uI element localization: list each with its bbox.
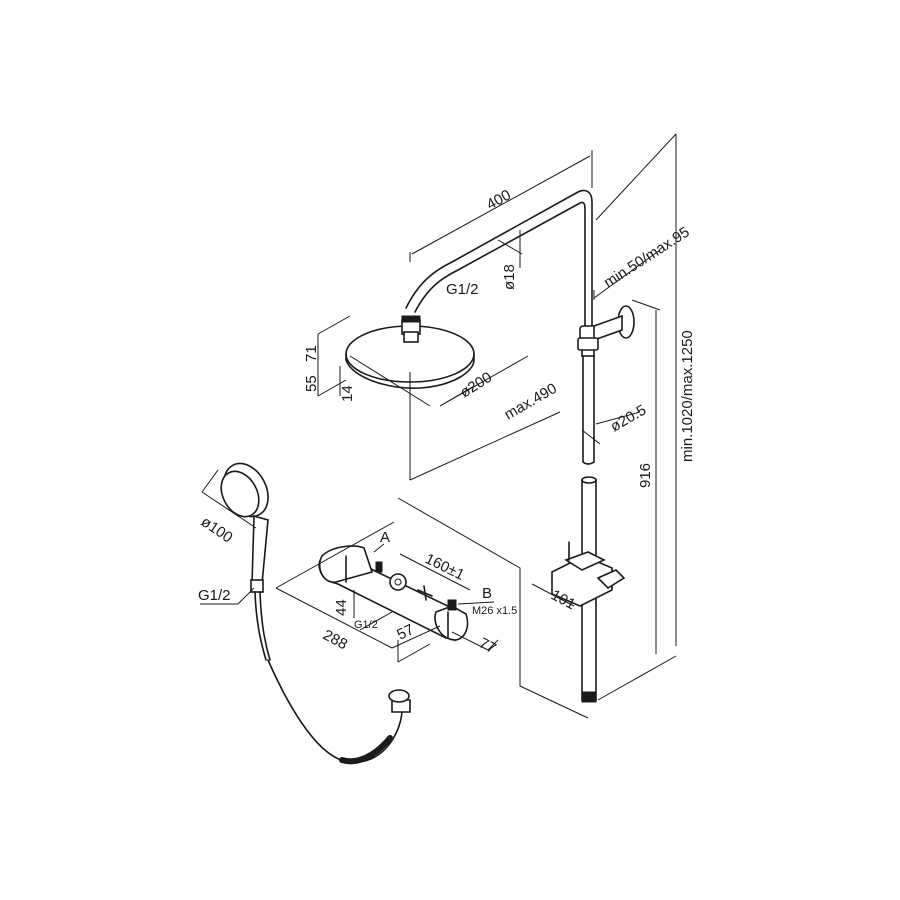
label-thread-mixer: G1/2	[354, 619, 378, 631]
label-thread-hand: G1/2	[198, 587, 231, 604]
dimension-labels: 400 ø18 G1/2 min.50/max.95 71 55 14 ø200…	[198, 186, 696, 657]
label-dim-57: 57	[394, 621, 416, 644]
label-dim-55: 55	[303, 375, 320, 392]
wall-bracket	[577, 305, 635, 351]
label-pipe-d18: ø18	[501, 264, 518, 290]
label-head-d200: ø200	[457, 369, 495, 402]
label-dim-288: 288	[320, 627, 350, 654]
label-width-400: 400	[484, 186, 514, 213]
shower-arm	[405, 189, 593, 331]
label-thread-m26: M26 x1.5	[472, 605, 517, 617]
label-height-916: 916	[637, 463, 654, 488]
label-hand-d100: ø100	[198, 513, 236, 546]
label-dim-44: 44	[333, 599, 350, 616]
label-point-a: A	[380, 529, 390, 546]
label-adjustment-range: min.50/max.95	[601, 224, 693, 292]
label-total-height: min.1020/max.1250	[679, 330, 696, 462]
thermostatic-mixer	[318, 545, 469, 642]
hand-shower-slider	[551, 541, 626, 607]
label-point-b: B	[482, 585, 492, 602]
hand-shower	[220, 462, 271, 661]
label-max-490: max.490	[502, 380, 560, 423]
label-dim-71: 71	[303, 345, 320, 362]
dimension-lines	[200, 133, 677, 701]
label-center-160: 160±1	[422, 550, 467, 584]
shower-hose	[267, 659, 411, 765]
label-thread-top: G1/2	[446, 281, 479, 298]
label-dim-77: 77	[476, 635, 499, 658]
riser-tube	[579, 325, 597, 703]
label-dim-14: 14	[339, 385, 356, 402]
label-tube-d20-5: ø20.5	[608, 402, 650, 436]
